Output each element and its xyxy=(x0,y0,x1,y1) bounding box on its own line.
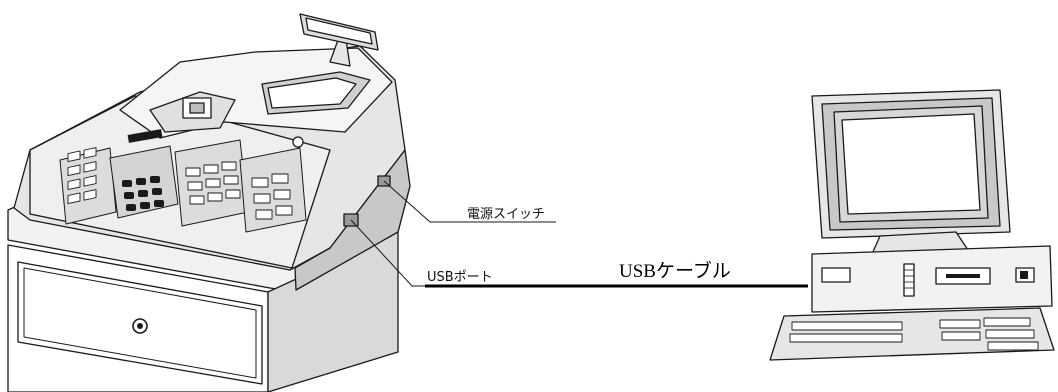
power-switch-label: 電源スイッチ xyxy=(467,207,546,222)
usb-port-label: USBポート xyxy=(427,270,493,285)
desktop-computer-icon xyxy=(769,89,1055,361)
usb-cable-label: USBケーブル xyxy=(619,261,731,282)
cash-register-icon xyxy=(7,13,411,392)
